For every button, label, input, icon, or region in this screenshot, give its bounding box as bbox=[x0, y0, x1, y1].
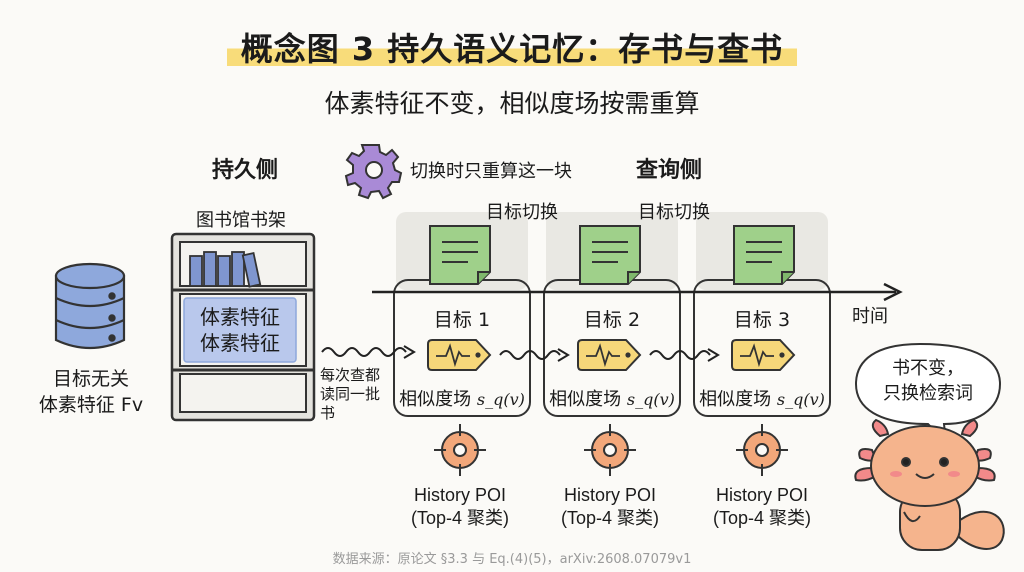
axolotl-mascot-icon bbox=[854, 418, 1005, 551]
similarity-text: 相似度场 bbox=[399, 389, 472, 410]
gear-icon bbox=[344, 144, 403, 200]
target-name: 目标 2 bbox=[583, 309, 641, 331]
target-name: 目标 1 bbox=[433, 309, 491, 331]
wavy-arrow bbox=[321, 345, 416, 359]
wavy-arrow bbox=[499, 348, 570, 362]
poi-line2: (Top-4 聚类) bbox=[410, 508, 509, 528]
similarity-formula: s_q(v) bbox=[626, 390, 675, 409]
poi-line1: History POI bbox=[413, 485, 506, 505]
read-note-line: 每次查都 bbox=[320, 366, 381, 384]
note-icon bbox=[579, 225, 641, 285]
similarity-label: 相似度场 s_q(v) bbox=[393, 385, 531, 411]
title-area: 概念图 3 持久语义记忆：存书与查书 bbox=[0, 22, 1024, 70]
bubble-text: 书不变， 只换检索词 bbox=[868, 356, 988, 406]
tag-icon bbox=[427, 339, 492, 371]
tag-icon bbox=[577, 339, 642, 371]
note-icon bbox=[733, 225, 795, 285]
time-arrow bbox=[372, 282, 903, 302]
similarity-label: 相似度场 s_q(v) bbox=[543, 385, 681, 411]
similarity-formula: s_q(v) bbox=[476, 390, 525, 409]
bubble-line2: 只换检索词 bbox=[883, 383, 973, 404]
note-icon bbox=[429, 225, 491, 285]
switch-label: 目标切换 bbox=[486, 202, 558, 223]
page-subtitle: 体素特征不变，相似度场按需重算 bbox=[324, 89, 700, 118]
read-note-line: 读同一批 bbox=[320, 385, 381, 403]
target-name: 目标 3 bbox=[733, 309, 791, 331]
poi-label: History POI (Top-4 聚类) bbox=[385, 484, 535, 530]
target-icon bbox=[736, 424, 788, 476]
database-label-line2: 体素特征 Fv bbox=[38, 394, 144, 416]
poi-label: History POI (Top-4 聚类) bbox=[687, 484, 837, 530]
poi-line1: History POI bbox=[715, 485, 808, 505]
query-side-label: 查询侧 bbox=[636, 158, 703, 183]
voxel-feature-block: 体素特征 体素特征 bbox=[185, 304, 295, 356]
target-icon bbox=[584, 424, 636, 476]
page-title: 概念图 3 持久语义记忆：存书与查书 bbox=[226, 22, 798, 70]
similarity-formula: s_q(v) bbox=[776, 390, 825, 409]
similarity-text: 相似度场 bbox=[549, 389, 622, 410]
database-label: 目标无关 体素特征 Fv bbox=[30, 366, 152, 418]
similarity-text: 相似度场 bbox=[699, 389, 772, 410]
poi-line2: (Top-4 聚类) bbox=[712, 508, 811, 528]
database-label-line1: 目标无关 bbox=[52, 368, 129, 390]
books-icon bbox=[189, 251, 262, 288]
target-icon bbox=[434, 424, 486, 476]
poi-line2: (Top-4 聚类) bbox=[560, 508, 659, 528]
read-note: 每次查都 读同一批 书 bbox=[320, 366, 380, 423]
poi-label: History POI (Top-4 聚类) bbox=[535, 484, 685, 530]
bubble-line1: 书不变， bbox=[892, 358, 964, 379]
poi-line1: History POI bbox=[563, 485, 656, 505]
wavy-arrow bbox=[649, 348, 720, 362]
persistent-side-label: 持久侧 bbox=[212, 158, 279, 183]
library-label: 图书馆书架 bbox=[196, 210, 286, 231]
voxel-feature-line: 体素特征 bbox=[200, 305, 280, 329]
time-label: 时间 bbox=[852, 306, 888, 327]
bookshelf bbox=[170, 232, 316, 422]
read-note-line: 书 bbox=[320, 404, 336, 422]
similarity-label: 相似度场 s_q(v) bbox=[693, 385, 831, 411]
switch-label: 目标切换 bbox=[638, 202, 710, 223]
source-footer: 数据来源：原论文 §3.3 与 Eq.(4)(5)，arXiv:2608.070… bbox=[332, 552, 692, 567]
voxel-feature-line: 体素特征 bbox=[200, 331, 280, 355]
gear-note: 切换时只重算这一块 bbox=[410, 161, 572, 182]
tag-icon bbox=[731, 339, 796, 371]
database-icon bbox=[54, 262, 126, 350]
